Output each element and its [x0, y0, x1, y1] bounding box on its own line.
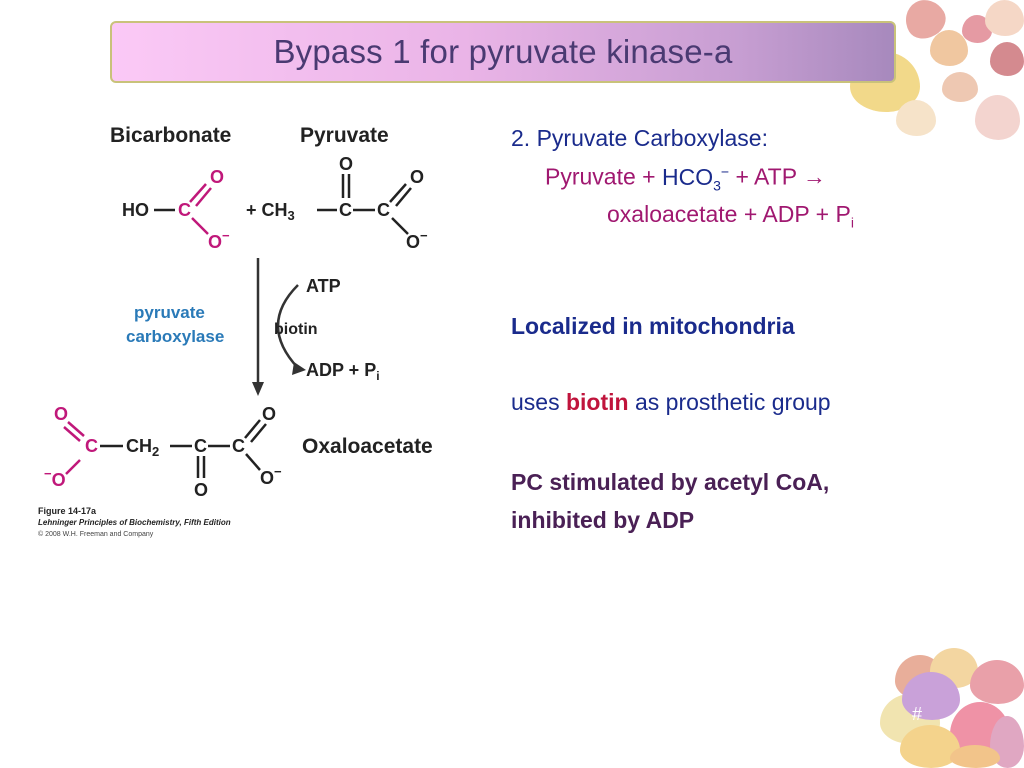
oxaloacetate-label: Oxaloacetate	[302, 435, 433, 458]
eq1-hco3: HCO3−	[661, 163, 730, 194]
svg-text:+ CH3: + CH3	[246, 200, 295, 223]
caption-book: Lehninger Principles of Biochemistry, Fi…	[38, 518, 231, 527]
bicarb-minus: −	[222, 228, 230, 243]
oaa-right-oxide: O	[260, 468, 274, 488]
plus-ch3: + CH	[246, 200, 288, 220]
title-bar: Bypass 1 for pyruvate kinase-a	[110, 21, 896, 83]
eq2-sub: i	[850, 214, 854, 231]
stim-line-2: inhibited by ADP	[511, 507, 695, 533]
biotin-label: biotin	[274, 321, 318, 338]
pi-sub: i	[376, 369, 379, 383]
pc-equation-line-2: oxaloacetate + ADP + Pi	[607, 201, 854, 231]
pyr-oxide: O	[406, 232, 420, 252]
pc-equation-line-1: Pyruvate + HCO3− + ATP →	[545, 163, 826, 193]
oaa-left-oxide: O	[52, 470, 66, 490]
oaa-carbon-3: C	[232, 436, 245, 456]
svg-text:O−: O−	[208, 228, 230, 252]
oaa-right-minus: −	[274, 464, 282, 479]
reaction-figure: Bicarbonate Pyruvate HO C O O− + CH3 C O…	[38, 124, 433, 538]
svg-text:−O: −O	[44, 466, 66, 490]
eq1-pyruvate: Pyruvate +	[545, 163, 662, 190]
atp-label: ATP	[306, 276, 341, 296]
oaa-carbon-2: C	[194, 436, 207, 456]
stim-line-1: PC stimulated by acetyl CoA,	[511, 469, 830, 495]
oaa-keto-oxygen: O	[194, 480, 208, 500]
ch3-sub: 3	[288, 208, 295, 223]
ho-group: HO	[122, 200, 149, 220]
pyr-keto-oxygen: O	[339, 154, 353, 174]
pc-regulation-text: PC stimulated by acetyl CoA, inhibited b…	[511, 463, 829, 539]
pyr-carboxyl-oxygen: O	[410, 167, 424, 187]
enzyme-line-1: pyruvate	[134, 303, 205, 322]
caption-copyright: © 2008 W.H. Freeman and Company	[38, 530, 154, 538]
svg-text:O−: O−	[406, 228, 428, 252]
oaa-left-oxygen: O	[54, 404, 68, 424]
eq2-products: oxaloacetate + ADP + P	[607, 201, 851, 227]
svg-text:CH2: CH2	[126, 436, 159, 459]
svg-text:O−: O−	[260, 464, 282, 488]
oaa-left-minus: −	[44, 466, 52, 481]
oaa-right-oxygen: O	[262, 404, 276, 424]
uses-biotin-text: uses biotin as prosthetic group	[511, 389, 831, 416]
bicarb-oxygen: O	[210, 167, 224, 187]
slide-title: Bypass 1 for pyruvate kinase-a	[273, 33, 733, 70]
bicarb-oxide: O	[208, 232, 222, 252]
svg-text:ADP + Pi: ADP + Pi	[306, 360, 380, 383]
pyruvate-label: Pyruvate	[300, 124, 389, 147]
enzyme-line-2: carboxylase	[126, 327, 224, 346]
pyr-carbon-1: C	[339, 200, 352, 220]
localized-text: Localized in mitochondria	[511, 313, 795, 339]
eq1-atp: + ATP	[729, 163, 804, 190]
uses-prefix: uses	[511, 389, 566, 415]
ch2-group: CH	[126, 436, 152, 456]
pc-heading: 2. Pyruvate Carboxylase:	[511, 125, 768, 151]
ch2-sub: 2	[152, 444, 159, 459]
caption-title: Figure 14-17a	[38, 506, 97, 516]
uses-suffix: as prosthetic group	[628, 389, 831, 415]
oaa-carbon-1: C	[85, 436, 98, 456]
bicarbonate-label: Bicarbonate	[110, 124, 231, 147]
arrow-right-icon: →	[803, 163, 827, 190]
pyr-carbon-2: C	[377, 200, 390, 220]
adp-pi-label: ADP + P	[306, 360, 376, 380]
bicarb-carbon: C	[178, 200, 191, 220]
biotin-highlight: biotin	[565, 389, 629, 415]
pyr-minus: −	[420, 228, 428, 243]
slide-number: #	[912, 704, 923, 724]
